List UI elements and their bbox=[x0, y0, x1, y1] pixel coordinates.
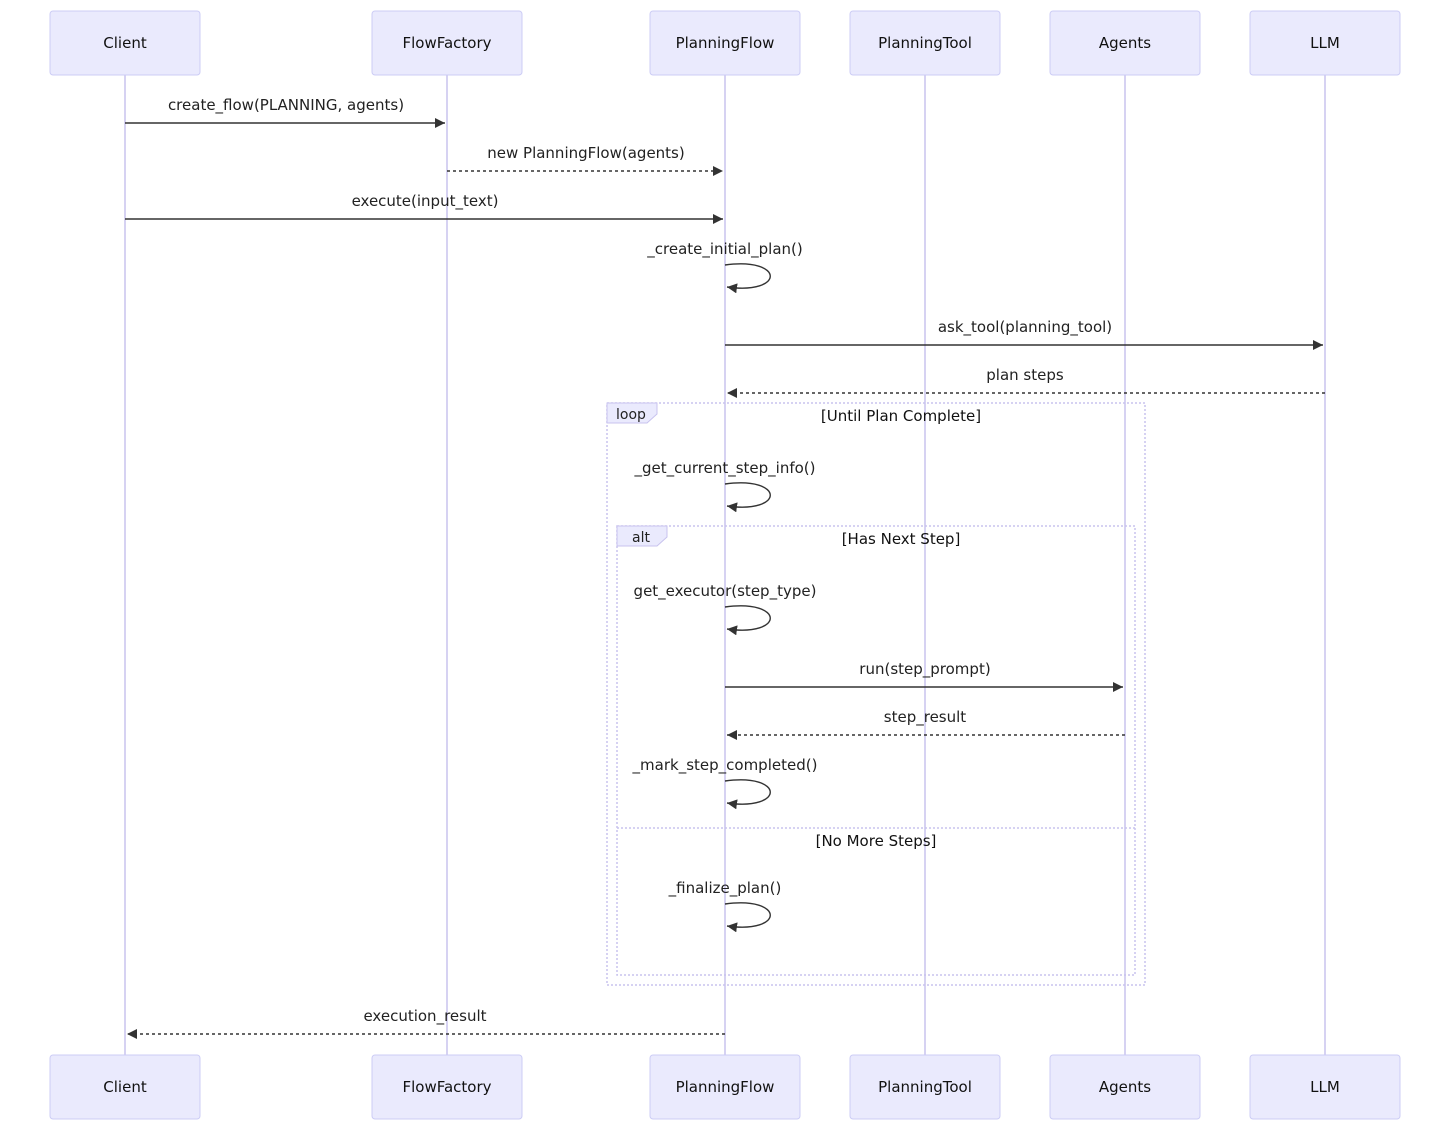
actor-label-client: Client bbox=[103, 1078, 147, 1096]
actor-label-factory: FlowFactory bbox=[402, 34, 491, 52]
alt-frame: alt [Has Next Step] [No More Steps] bbox=[616, 525, 1136, 976]
message-11: _finalize_plan() bbox=[668, 879, 782, 933]
alt-condition: [Has Next Step] bbox=[842, 530, 961, 548]
message-6: _get_current_step_info() bbox=[633, 459, 816, 513]
message-label: _create_initial_plan() bbox=[646, 240, 802, 259]
loop-condition: [Until Plan Complete] bbox=[821, 407, 981, 425]
message-12: execution_result bbox=[127, 1007, 725, 1039]
self-arrow bbox=[724, 605, 771, 636]
message-9: step_result bbox=[727, 708, 1125, 740]
message-5: plan steps bbox=[727, 366, 1325, 398]
message-3: _create_initial_plan() bbox=[646, 240, 803, 294]
message-2: execute(input_text) bbox=[125, 192, 723, 224]
actor-box-planningflow-bottom: PlanningFlow bbox=[649, 1054, 801, 1120]
alt-label: alt bbox=[632, 530, 650, 546]
message-label: execution_result bbox=[363, 1007, 486, 1026]
self-arrow bbox=[724, 482, 771, 513]
actor-box-llm-bottom: LLM bbox=[1249, 1054, 1401, 1120]
message-7: get_executor(step_type) bbox=[634, 582, 817, 636]
message-1: new PlanningFlow(agents) bbox=[447, 144, 723, 176]
actor-label-agents: Agents bbox=[1099, 34, 1151, 52]
message-label: step_result bbox=[884, 708, 967, 727]
self-arrow bbox=[724, 779, 771, 810]
actor-box-llm-top: LLM bbox=[1249, 10, 1401, 76]
actor-box-client-top: Client bbox=[49, 10, 201, 76]
actor-label-planningtool: PlanningTool bbox=[878, 1078, 972, 1096]
message-label: create_flow(PLANNING, agents) bbox=[168, 96, 404, 115]
message-label: ask_tool(planning_tool) bbox=[938, 318, 1112, 337]
loop-frame: loop [Until Plan Complete] bbox=[606, 402, 1146, 986]
actor-box-planningtool-bottom: PlanningTool bbox=[849, 1054, 1001, 1120]
actor-box-agents-bottom: Agents bbox=[1049, 1054, 1201, 1120]
actor-box-factory-bottom: FlowFactory bbox=[371, 1054, 523, 1120]
actor-label-llm: LLM bbox=[1310, 34, 1340, 52]
actor-box-client-bottom: Client bbox=[49, 1054, 201, 1120]
self-arrow bbox=[724, 902, 771, 933]
message-label: execute(input_text) bbox=[352, 192, 499, 211]
message-label: plan steps bbox=[986, 366, 1064, 384]
actor-label-planningflow: PlanningFlow bbox=[676, 1078, 775, 1096]
actor-label-planningtool: PlanningTool bbox=[878, 34, 972, 52]
message-label: _mark_step_completed() bbox=[632, 756, 818, 775]
actor-label-client: Client bbox=[103, 34, 147, 52]
alt-tab bbox=[616, 525, 668, 547]
actor-label-agents: Agents bbox=[1099, 1078, 1151, 1096]
actor-box-factory-top: FlowFactory bbox=[371, 10, 523, 76]
actor-box-agents-top: Agents bbox=[1049, 10, 1201, 76]
loop-tab bbox=[606, 402, 658, 424]
loop-label: loop bbox=[616, 407, 646, 423]
message-label: new PlanningFlow(agents) bbox=[487, 144, 684, 162]
message-0: create_flow(PLANNING, agents) bbox=[125, 96, 445, 128]
message-10: _mark_step_completed() bbox=[632, 756, 818, 810]
message-label: _finalize_plan() bbox=[668, 879, 782, 898]
message-label: get_executor(step_type) bbox=[634, 582, 817, 601]
actor-label-planningflow: PlanningFlow bbox=[676, 34, 775, 52]
message-4: ask_tool(planning_tool) bbox=[725, 318, 1323, 350]
actor-box-planningflow-top: PlanningFlow bbox=[649, 10, 801, 76]
actor-label-factory: FlowFactory bbox=[402, 1078, 491, 1096]
message-8: run(step_prompt) bbox=[725, 660, 1123, 692]
message-label: _get_current_step_info() bbox=[633, 459, 815, 478]
message-label: run(step_prompt) bbox=[859, 660, 990, 679]
alt-else-condition: [No More Steps] bbox=[816, 832, 937, 850]
self-arrow bbox=[724, 263, 771, 294]
actor-box-planningtool-top: PlanningTool bbox=[849, 10, 1001, 76]
actor-label-llm: LLM bbox=[1310, 1078, 1340, 1096]
